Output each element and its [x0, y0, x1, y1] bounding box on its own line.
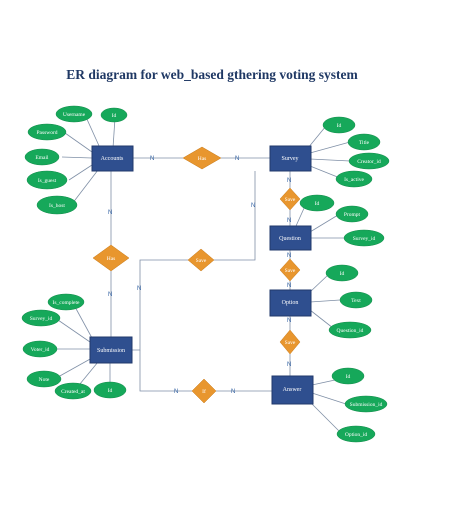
svg-text:Prompt: Prompt — [344, 212, 361, 218]
entity-question: Question — [269, 225, 312, 251]
attribute-survey-title: Title — [347, 133, 381, 151]
svg-text:If: If — [202, 388, 206, 395]
svg-text:Question: Question — [279, 236, 301, 242]
attribute-option-text: Text — [339, 291, 373, 309]
attribute-question-id: Id — [299, 194, 335, 212]
attribute-submission-voter-id: Voter_id — [22, 340, 58, 358]
svg-text:Text: Text — [351, 298, 361, 304]
diagram-title: ER diagram for web_based gthering voting… — [66, 67, 358, 82]
svg-text:Id: Id — [112, 113, 117, 119]
entity-survey: Survey — [269, 145, 312, 172]
entity-option: Option — [269, 289, 312, 317]
entity-accounts: Accounts — [91, 145, 134, 172]
entity-submission: Submission — [89, 336, 133, 364]
svg-text:Created_at: Created_at — [61, 389, 85, 395]
svg-text:Save: Save — [196, 258, 207, 264]
svg-text:Has: Has — [198, 156, 207, 162]
attribute-option-question-id: Question_id — [328, 321, 372, 339]
relationship-save-submission-survey: Save — [187, 248, 215, 272]
svg-text:Is_active: Is_active — [344, 177, 364, 183]
cardinality-label: N — [235, 156, 239, 162]
attribute-submission-created-at: Created_at — [54, 382, 92, 400]
svg-text:Is_complete: Is_complete — [53, 300, 80, 306]
svg-text:Is_guest: Is_guest — [38, 178, 57, 184]
svg-text:Id: Id — [108, 388, 113, 394]
attribute-question-prompt: Prompt — [335, 205, 369, 223]
attribute-accounts-is-host: Is_host — [36, 195, 78, 215]
cardinality-label: N — [150, 156, 154, 162]
attribute-accounts-password: Password — [27, 123, 67, 141]
svg-text:Save: Save — [285, 340, 296, 346]
cardinality-label: N — [287, 178, 291, 184]
svg-text:Id: Id — [340, 271, 345, 277]
svg-text:Voter_id: Voter_id — [31, 347, 50, 353]
cardinality-label: N — [251, 203, 255, 209]
cardinality-label: N — [287, 283, 291, 289]
attribute-submission-note: Note — [26, 370, 62, 388]
svg-text:Survey_id: Survey_id — [30, 316, 53, 322]
attribute-submission-survey-id: Survey_id — [21, 309, 61, 327]
attribute-answer-submission-id: Submission_id — [344, 395, 388, 413]
svg-text:Is_host: Is_host — [49, 203, 65, 209]
cardinality-label: N — [137, 286, 141, 292]
svg-text:Id: Id — [315, 201, 320, 207]
attribute-survey-is-active: Is_active — [335, 170, 373, 188]
svg-text:Title: Title — [359, 140, 370, 146]
svg-text:Username: Username — [63, 112, 86, 118]
attribute-answer-option-id: Option_id — [336, 425, 376, 443]
entity-answer: Answer — [271, 375, 314, 405]
attribute-accounts-email: Email — [24, 148, 60, 166]
svg-text:Answer: Answer — [283, 387, 302, 393]
cardinality-label: N — [174, 389, 178, 395]
cardinality-labels: N N N N N N N N N N N N N N — [108, 156, 291, 395]
attribute-survey-creator-id: Creator_id — [348, 152, 390, 170]
relationship-has-accounts-survey: Has — [182, 146, 222, 170]
attribute-option-id: Id — [325, 264, 359, 282]
attribute-submission-is-complete: Is_complete — [47, 293, 85, 311]
svg-text:Password: Password — [36, 130, 57, 136]
attribute-question-survey-id: Survey_id — [343, 229, 385, 247]
attribute-accounts-id: Id — [100, 107, 128, 123]
svg-text:Submission: Submission — [97, 348, 125, 354]
attribute-survey-id: Id — [322, 116, 356, 134]
attribute-accounts-username: Username — [55, 105, 93, 123]
svg-text:Survey_id: Survey_id — [353, 236, 376, 242]
attribute-submission-id: Id — [93, 381, 127, 399]
cardinality-label: N — [108, 292, 112, 298]
svg-text:Save: Save — [285, 197, 296, 203]
svg-text:Id: Id — [337, 123, 342, 129]
relationship-save-survey-question: Save — [279, 187, 301, 211]
svg-text:Question_id: Question_id — [337, 328, 364, 334]
relationship-has-accounts-submission: Has — [92, 244, 130, 272]
attribute-answer-id: Id — [331, 367, 365, 385]
cardinality-label: N — [287, 218, 291, 224]
svg-text:Creator_id: Creator_id — [357, 159, 381, 165]
svg-text:Save: Save — [285, 268, 296, 274]
svg-text:Id: Id — [346, 374, 351, 380]
svg-text:Has: Has — [107, 256, 116, 262]
svg-text:Survey: Survey — [282, 156, 299, 162]
cardinality-label: N — [231, 389, 235, 395]
relationship-save-question-option: Save — [279, 258, 301, 282]
svg-text:Option: Option — [282, 300, 299, 306]
svg-text:Option_id: Option_id — [345, 432, 368, 438]
attribute-accounts-is-guest: Is_guest — [26, 170, 68, 190]
cardinality-label: N — [108, 210, 112, 216]
relationship-if-submission-answer: If — [191, 378, 217, 404]
cardinality-label: N — [287, 318, 291, 324]
cardinality-label: N — [287, 253, 291, 259]
svg-text:Accounts: Accounts — [101, 156, 124, 162]
svg-text:Submission_id: Submission_id — [350, 402, 383, 408]
connectors — [57, 116, 351, 433]
svg-text:Note: Note — [39, 377, 50, 383]
svg-text:Email: Email — [35, 155, 49, 161]
relationship-save-option-answer: Save — [279, 329, 301, 355]
cardinality-label: N — [287, 362, 291, 368]
